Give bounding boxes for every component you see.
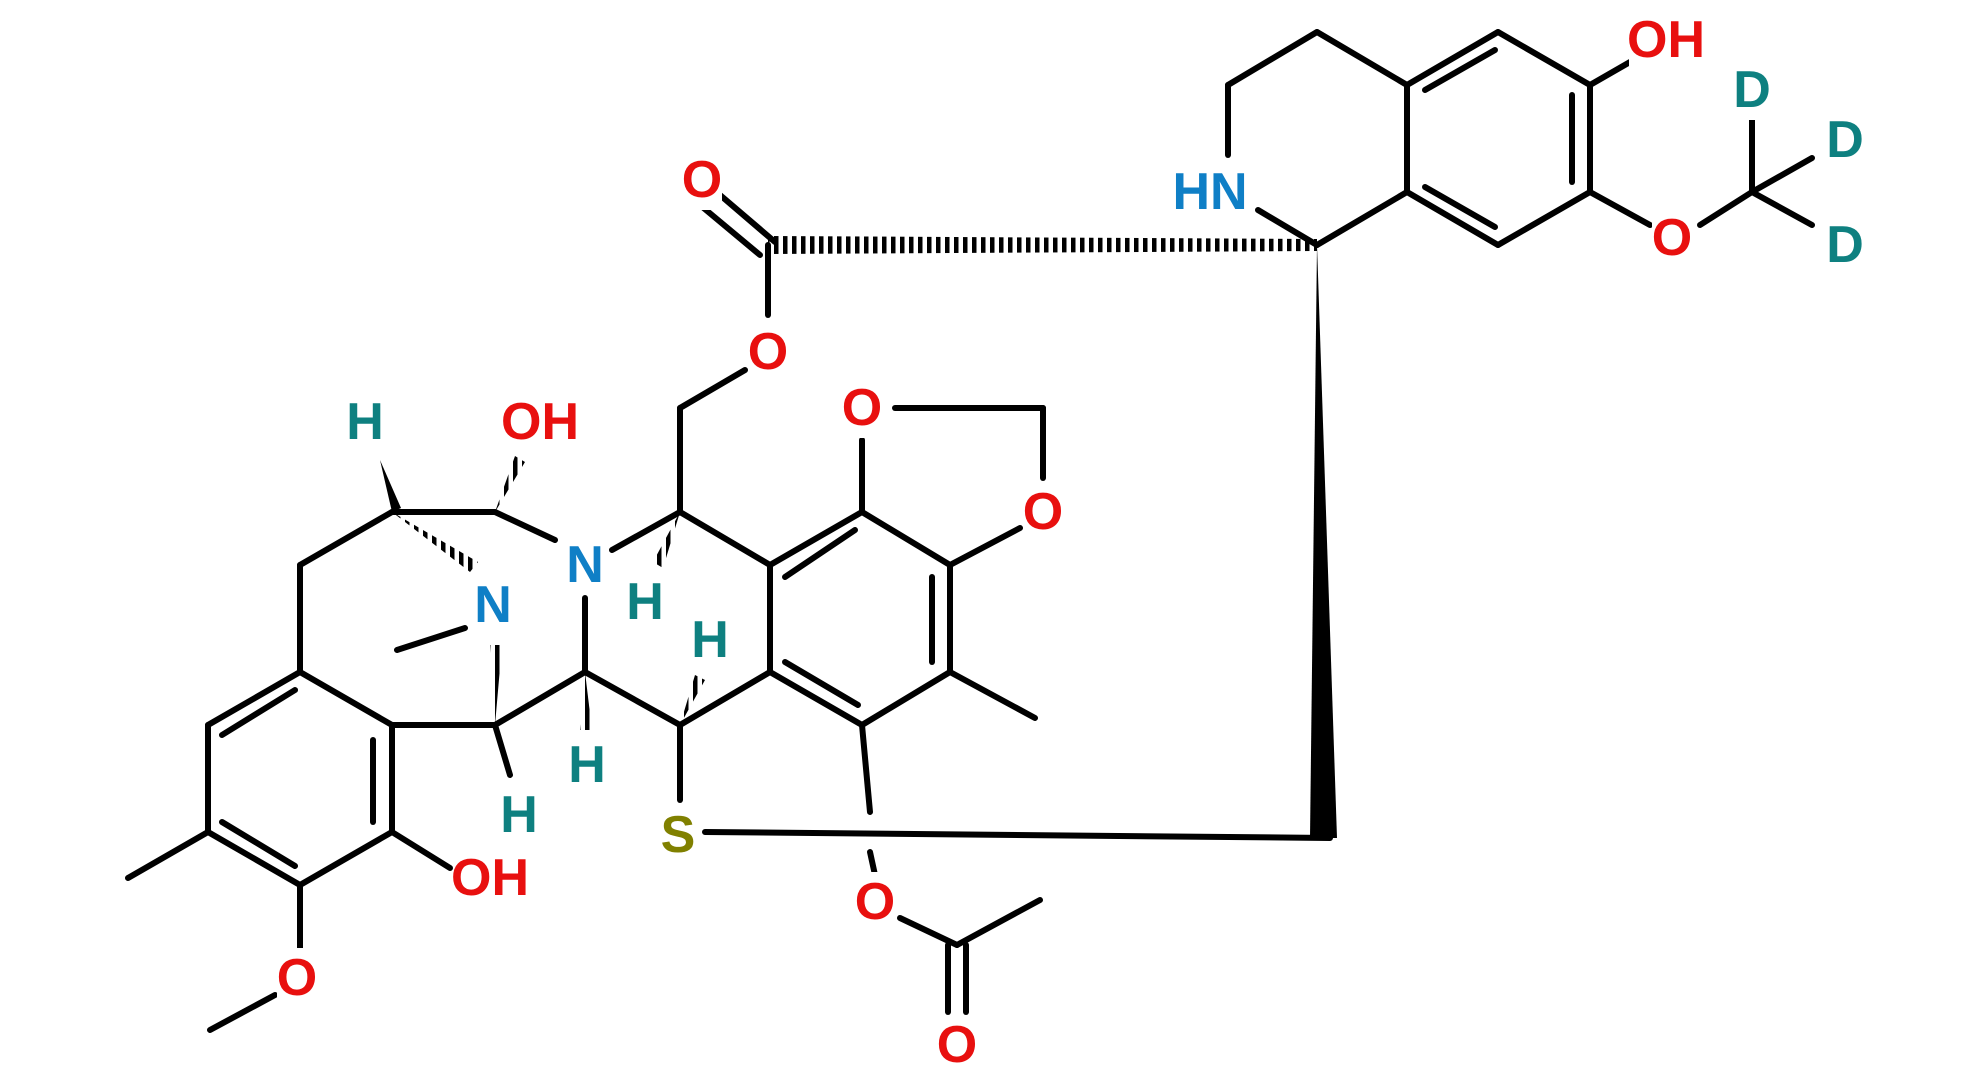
atom-label-background [1023, 482, 1063, 542]
atom-oh-mid: OH [501, 392, 579, 452]
bond-lines [125, 29, 1815, 1033]
atom-oh-lower-left: OH [451, 848, 529, 908]
atom-label-background [567, 735, 607, 795]
atom-o-ester: O [748, 322, 788, 382]
atom-label-o-dioxole-right: O [1023, 483, 1063, 541]
atom-label-background [1732, 60, 1772, 120]
atom-label-background [690, 610, 730, 670]
atom-label-h-n-central: H [626, 573, 664, 631]
atom-label-oh-mid: OH [501, 393, 579, 451]
atom-label-h-mid: H [568, 736, 606, 794]
atom-label-d-2: D [1826, 111, 1864, 169]
atom-n-central: N [565, 535, 605, 595]
atom-label-o-ester: O [748, 323, 788, 381]
atom-s-thioether: S [658, 805, 698, 865]
atom-label-background [748, 322, 788, 382]
atom-n-methyl: N [473, 575, 513, 635]
atom-label-background [1173, 162, 1247, 222]
atom-label-background [565, 535, 605, 595]
atom-label-background [503, 392, 577, 452]
atom-label-background [842, 378, 882, 438]
atom-o-methoxy-cd3: O [1652, 208, 1692, 268]
atom-label-oh-top-right: OH [1627, 11, 1705, 69]
atom-label-nh-isoquinoline: HN [1172, 163, 1247, 221]
atom-label-h-lower-left: H [500, 786, 538, 844]
atom-h-n-central: H [625, 572, 665, 632]
atom-label-background [1825, 215, 1865, 275]
atom-o-acetate-carbonyl: O [937, 1015, 977, 1075]
atom-label-background [682, 150, 722, 210]
atom-label-o-methoxy-cd3: O [1652, 209, 1692, 267]
atom-label-background [1629, 10, 1703, 70]
atom-h-mid: H [567, 735, 607, 795]
atom-label-d-3: D [1826, 216, 1864, 274]
atom-label-background [855, 872, 895, 932]
atom-label-o-carbonyl-ester: O [682, 151, 722, 209]
atom-label-background [277, 948, 317, 1008]
atom-label-background [937, 1015, 977, 1075]
atom-label-background [658, 805, 698, 865]
atom-o-methoxy: O [277, 948, 317, 1008]
atom-o-dioxole-right: O [1023, 482, 1063, 542]
atom-label-o-methoxy: O [277, 949, 317, 1007]
atom-label-h-upper-s: H [691, 611, 729, 669]
atom-oh-top-right: OH [1627, 10, 1705, 70]
atom-d-2: D [1825, 110, 1865, 170]
atom-h-upper-s: H [690, 610, 730, 670]
atom-label-oh-lower-left: OH [451, 849, 529, 907]
atom-d-3: D [1825, 215, 1865, 275]
atom-label-h-top-left: H [346, 393, 384, 451]
atom-h-lower-left: H [499, 785, 539, 845]
atom-label-n-central: N [566, 536, 604, 594]
atom-o-carbonyl-ester: O [682, 150, 722, 210]
atom-nh-isoquinoline: HN [1172, 162, 1248, 222]
atom-label-background [473, 575, 513, 635]
atom-o-acetate: O [855, 872, 895, 932]
atom-o-dioxole-top: O [842, 378, 882, 438]
atom-label-background [1652, 208, 1692, 268]
atom-label-o-dioxole-top: O [842, 379, 882, 437]
atom-h-top-left: H [345, 392, 385, 452]
atom-label-background [625, 572, 665, 632]
atom-label-background [499, 785, 539, 845]
atom-label-o-acetate: O [855, 873, 895, 931]
atom-label-background [453, 848, 527, 908]
atom-label-o-acetate-carbonyl: O [937, 1016, 977, 1074]
atom-label-background [1825, 110, 1865, 170]
atom-label-d-1: D [1733, 61, 1771, 119]
atom-label-s-thioether: S [661, 806, 696, 864]
atom-label-n-methyl: N [474, 576, 512, 634]
atom-label-background [345, 392, 385, 452]
atom-d-1: D [1732, 60, 1772, 120]
